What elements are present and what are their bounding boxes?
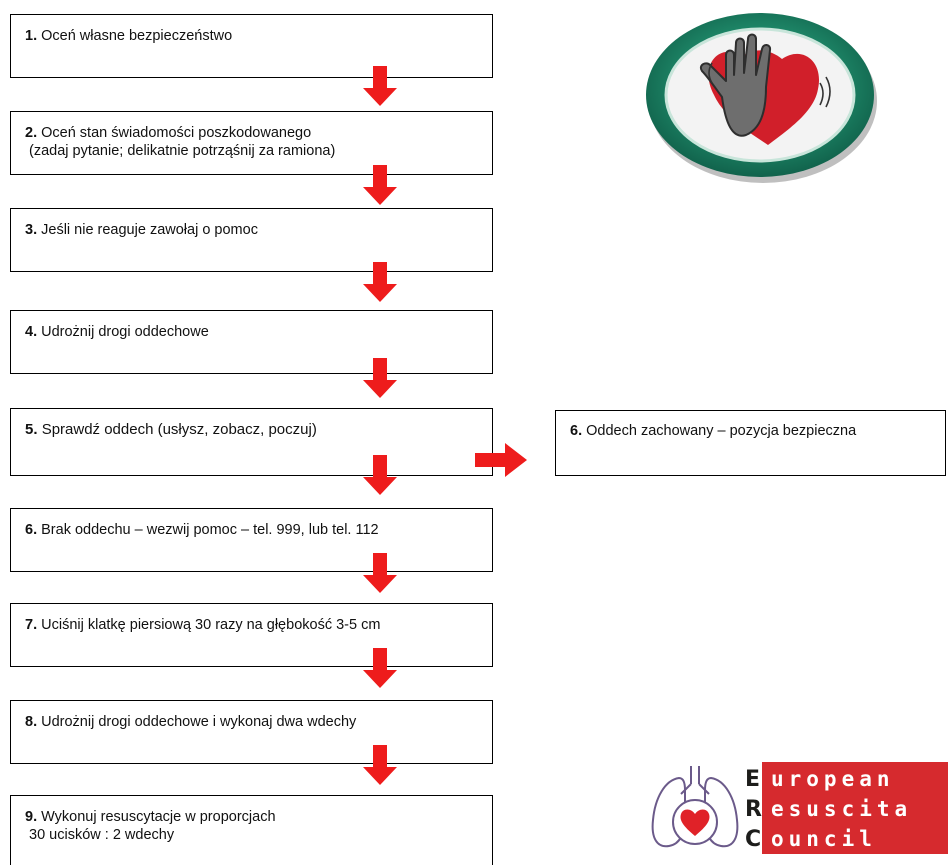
step-text: Oceń stan świadomości poszkodowanego (41, 125, 312, 141)
step-text: Brak oddechu – wezwij pomoc – tel. 999, … (41, 522, 379, 538)
step-text: Uciśnij klatkę piersiową 30 razy na głęb… (41, 617, 381, 633)
step-3-box: 3. Jeśli nie reaguje zawołaj o pomoc (10, 208, 493, 272)
logo-row-council: C ouncil (745, 824, 877, 854)
down-arrow-icon (363, 648, 397, 688)
step-4-box: 4. Udrożnij drogi oddechowe (10, 310, 493, 374)
logo-word-resuscitation: esuscita (771, 797, 913, 821)
logo-row-resuscitation: R esuscita (745, 794, 912, 824)
hand-on-heart-badge-icon (646, 13, 877, 183)
down-arrow-icon (363, 745, 397, 785)
down-arrow-icon (363, 165, 397, 205)
side-step-box: 6. Oddech zachowany – pozycja bezpieczna (555, 410, 946, 476)
step-number: 7. (25, 617, 38, 633)
step-number: 6. (25, 522, 38, 538)
lungs-heart-icon (651, 766, 739, 848)
step-number: 3. (25, 222, 38, 238)
step-text: Jeśli nie reaguje zawołaj o pomoc (41, 222, 258, 238)
step-1-box: 1. Oceń własne bezpieczeństwo (10, 14, 493, 78)
erc-red-band (762, 762, 948, 854)
step-text-line2: (zadaj pytanie; delikatnie potrząśnij za… (29, 143, 336, 159)
down-arrow-icon (363, 358, 397, 398)
step-2-box: 2. Oceń stan świadomości poszkodowanego … (10, 111, 493, 175)
step-number: 9. (25, 809, 38, 825)
step-7-box: 7. Uciśnij klatkę piersiową 30 razy na g… (10, 603, 493, 667)
step-number: 1. (25, 28, 38, 44)
step-text: Udrożnij drogi oddechowe (41, 324, 209, 340)
step-number: 8. (25, 714, 38, 730)
down-arrow-icon (363, 262, 397, 302)
step-number: 4. (25, 324, 38, 340)
step-text: Sprawdź oddech (usłysz, zobacz, poczuj) (41, 421, 317, 438)
logo-word-european: uropean (771, 767, 895, 791)
down-arrow-icon (363, 66, 397, 106)
erc-logo: E uropean R esuscita C ouncil (645, 760, 948, 854)
logo-word-council: ouncil (771, 827, 877, 851)
side-step-number: 6. (570, 423, 583, 439)
down-arrow-icon (363, 553, 397, 593)
side-step-text: Oddech zachowany – pozycja bezpieczna (586, 423, 857, 439)
step-text: Udrożnij drogi oddechowe i wykonaj dwa w… (41, 714, 357, 730)
right-arrow-icon (475, 443, 527, 477)
step-5-box: 5. Sprawdź oddech (usłysz, zobacz, poczu… (10, 408, 493, 476)
logo-cap-r: R (745, 796, 762, 822)
down-arrow-icon (363, 455, 397, 495)
logo-cap-c: C (745, 826, 762, 852)
step-number: 5. (25, 421, 38, 438)
step-text: Oceń własne bezpieczeństwo (41, 28, 233, 44)
step-6-box: 6. Brak oddechu – wezwij pomoc – tel. 99… (10, 508, 493, 572)
logo-row-european: E uropean (745, 764, 895, 794)
step-8-box: 8. Udrożnij drogi oddechowe i wykonaj dw… (10, 700, 493, 764)
logo-cap-e: E (745, 766, 761, 792)
step-number: 2. (25, 125, 38, 141)
step-9-box: 9. Wykonuj resuscytacje w proporcjach 30… (10, 795, 493, 865)
step-text-line2: 30 ucisków : 2 wdechy (29, 827, 175, 843)
step-text: Wykonuj resuscytacje w proporcjach (41, 809, 276, 825)
